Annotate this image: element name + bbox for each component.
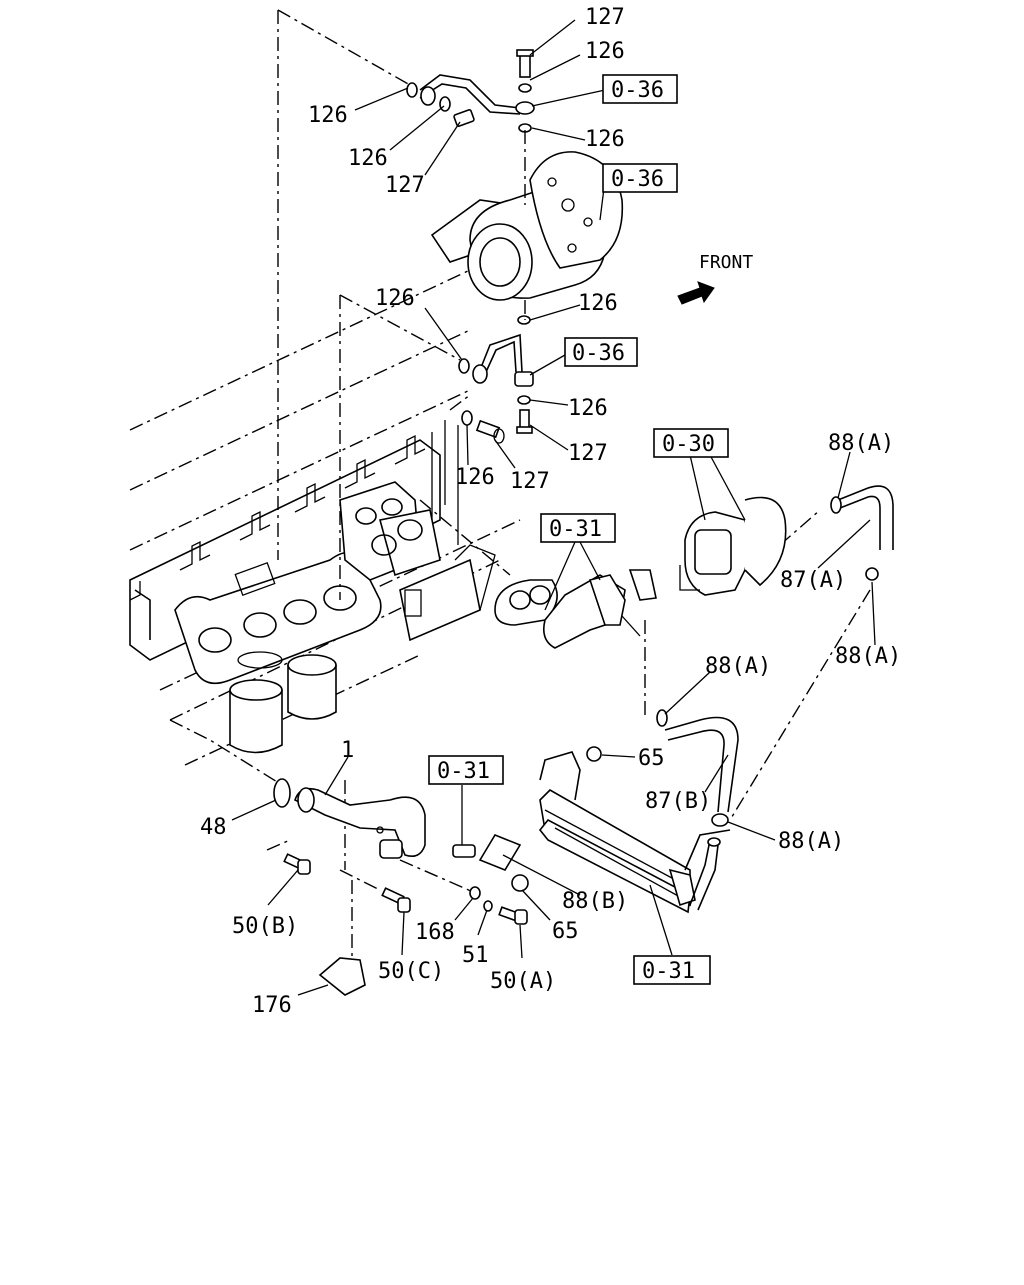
callout-88a: 88(A) (835, 644, 901, 669)
callout-87b: 87(B) (645, 789, 711, 814)
callout-88a: 88(A) (828, 431, 894, 456)
callout-127: 127 (510, 469, 550, 494)
hoses (656, 485, 894, 827)
front-label: FRONT (699, 252, 753, 273)
callout-50b: 50(B) (232, 914, 298, 939)
callout-51: 51 (462, 943, 489, 968)
bracket-88b (452, 746, 602, 892)
callout-127: 127 (385, 173, 425, 198)
oil-pipe-1 (273, 778, 426, 859)
callout-126: 126 (348, 146, 388, 171)
ref-box-0-31: 0-31 (642, 959, 695, 984)
callout-88a: 88(A) (778, 829, 844, 854)
callout-126: 126 (578, 291, 618, 316)
ref-box-0-36: 0-36 (572, 341, 625, 366)
callout-126: 126 (568, 396, 608, 421)
ref-box-0-31: 0-31 (437, 759, 490, 784)
callout-65: 65 (638, 746, 665, 771)
assembly-lines (169, 9, 871, 970)
callout-176: 176 (252, 993, 292, 1018)
oil-cooler (538, 751, 731, 914)
front-arrow-icon (677, 281, 715, 305)
callout-126: 126 (585, 127, 625, 152)
callout-65: 65 (552, 919, 579, 944)
exhaust-manifold (174, 420, 496, 685)
callout-126: 126 (375, 286, 415, 311)
callout-50c: 50(C) (378, 959, 444, 984)
callout-126: 126 (308, 103, 348, 128)
oil-return-pipe (458, 315, 534, 444)
ref-box-0-36: 0-36 (611, 167, 664, 192)
oil-feed-pipe (406, 49, 535, 133)
callout-168: 168 (415, 920, 455, 945)
callout-1: 1 (341, 738, 354, 763)
callout-126: 126 (585, 39, 625, 64)
ref-box-0-30: 0-30 (662, 432, 715, 457)
callout-88a: 88(A) (705, 654, 771, 679)
oil-filters (229, 651, 337, 754)
ref-box-0-36: 0-36 (611, 78, 664, 103)
callout-126: 126 (455, 465, 495, 490)
reference-boxes: 0-36 0-36 0-36 0-30 0-31 0-31 0-31 (428, 74, 729, 985)
callout-127: 127 (568, 441, 608, 466)
callouts: 127 126 126 126 126 127 126 126 126 126 … (200, 5, 901, 1018)
egr-adapter (494, 569, 657, 649)
callout-50a: 50(A) (490, 969, 556, 994)
callout-87a: 87(A) (780, 568, 846, 593)
ref-box-0-31: 0-31 (549, 517, 602, 542)
leader-lines (231, 19, 876, 996)
fasteners-lower (283, 853, 528, 996)
egr-valve (679, 496, 787, 596)
callout-88b: 88(B) (562, 889, 628, 914)
callout-48: 48 (200, 815, 227, 840)
turbocharger (430, 151, 624, 301)
callout-127: 127 (585, 5, 625, 30)
